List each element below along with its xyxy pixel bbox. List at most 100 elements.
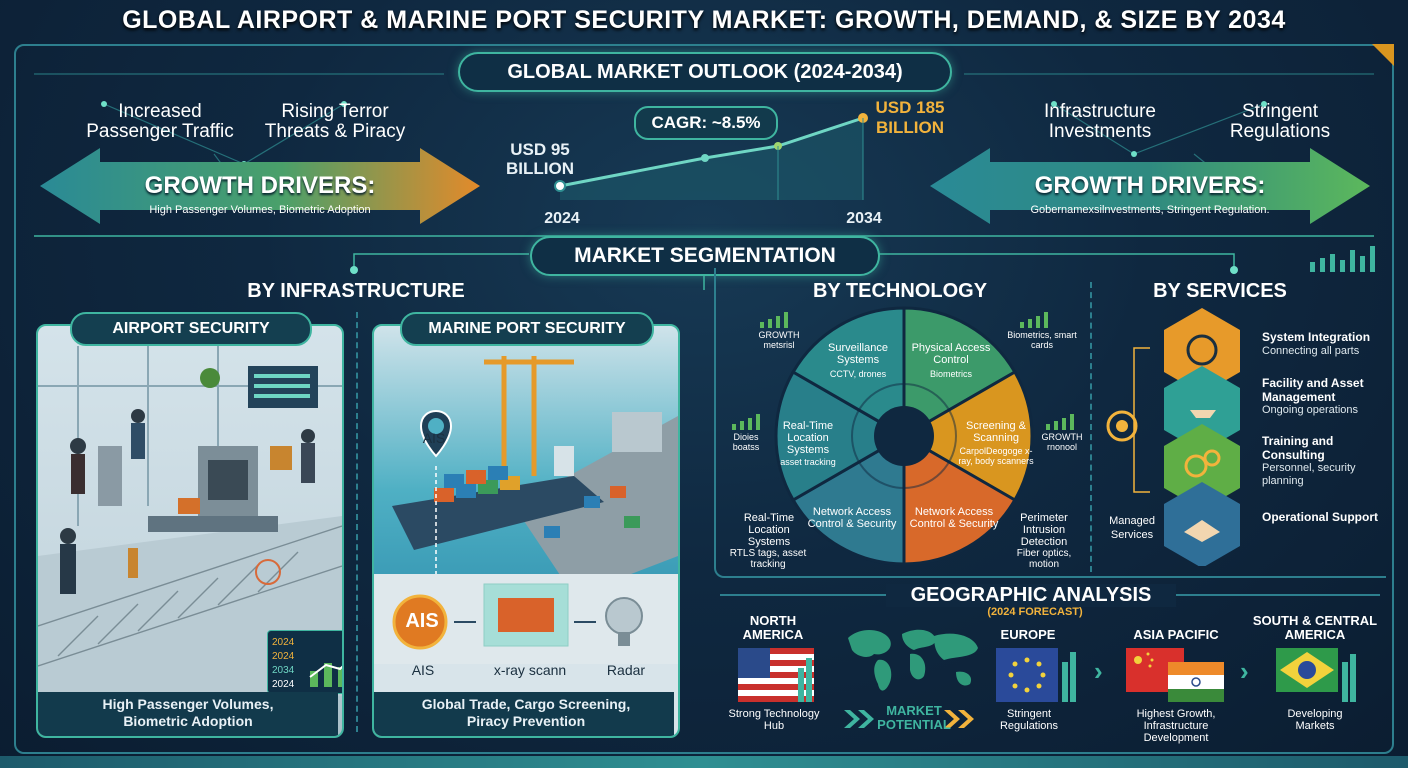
tech-rtls-inner-sub: asset tracking xyxy=(780,457,836,467)
left-arrow-sub: High Passenger Volumes, Biometric Adopti… xyxy=(149,204,371,216)
driver-infrastructure: Infrastructure Investments xyxy=(1044,101,1156,142)
tech-biometrics-outer: Biometrics, smart cards xyxy=(1007,330,1077,350)
marine-security-card xyxy=(372,324,680,738)
by-services-heading: BY SERVICES xyxy=(1153,280,1287,302)
content-frame xyxy=(14,44,1394,754)
service-facility-title: Facility and Asset Management xyxy=(1262,376,1364,404)
tech-growth-right: GROWTH rnonool xyxy=(1041,432,1083,452)
ais-label: AIS xyxy=(411,662,435,678)
radar-label: Radar xyxy=(606,662,646,678)
region-south-central-america: SOUTH & CENTRAL AMERICA xyxy=(1252,613,1378,642)
dioies-bars-icon xyxy=(732,414,760,430)
driver-regulations: Stringent Regulations xyxy=(1229,101,1331,142)
geo-heading: GEOGRAPHIC ANALYSIS xyxy=(886,584,1176,607)
region-north-america: NORTH AMERICA xyxy=(742,613,804,642)
right-growth-arrow xyxy=(930,148,1370,224)
marine-security-title: MARINE PORT SECURITY xyxy=(400,312,654,346)
geo-subheading: (2024 FORECAST) xyxy=(987,606,1083,618)
market-outlook-heading: GLOBAL MARKET OUTLOOK (2024-2034) xyxy=(458,52,952,92)
eu-flag-icon xyxy=(996,648,1076,702)
tech-rtls-outer-sub: RTLS tags, asset tracking xyxy=(729,548,807,570)
service-operational-title: Operational Support xyxy=(1262,510,1379,524)
mini-year-1: 2024 xyxy=(272,637,295,648)
section-divider xyxy=(356,312,358,732)
airport-caption-bar xyxy=(38,692,338,736)
asia-pacific-note: Highest Growth, Infrastructure Developme… xyxy=(1136,708,1216,744)
marine-caption-bar xyxy=(374,692,674,736)
tech-perimeter-sub: Fiber optics, motion xyxy=(1016,548,1072,570)
ais-pin-label: AIS xyxy=(422,430,446,446)
service-training-sub: Personnel, security planning xyxy=(1262,462,1356,487)
us-flag-icon xyxy=(738,648,814,702)
by-infrastructure-heading: BY INFRASTRUCTURE xyxy=(247,280,465,302)
airport-caption: High Passenger Volumes, Biometric Adopti… xyxy=(102,696,274,729)
right-arrow-label: GROWTH DRIVERS: xyxy=(1034,172,1266,199)
section-divider-2 xyxy=(1090,282,1092,572)
south-america-note: Developing Markets xyxy=(1287,708,1343,732)
ais-circle-label: AIS xyxy=(405,610,439,632)
cagr-badge: CAGR: ~8.5% xyxy=(634,106,778,140)
page-title: GLOBAL AIRPORT & MARINE PORT SECURITY MA… xyxy=(122,6,1286,34)
market-potential-label: MARKET POTENTIAL xyxy=(877,703,951,732)
europe-note: Stringent Regulations xyxy=(999,708,1059,732)
port-scene-illustration xyxy=(374,356,678,664)
services-hex-stack xyxy=(1106,308,1240,566)
driver-terror-threats: Rising Terror Threats & Piracy xyxy=(264,101,406,142)
chevron-right-icon-2: › xyxy=(1240,656,1249,686)
right-arrow-sub: Gobernamexsilnvestments, Stringent Regul… xyxy=(1030,204,1270,216)
asia-flags-icon xyxy=(1126,648,1224,702)
driver-passenger-traffic: Increased Passenger Traffic xyxy=(86,101,234,142)
start-year: 2024 xyxy=(544,210,580,227)
airport-scene-illustration xyxy=(38,346,342,696)
growth-metrics-icon xyxy=(760,312,788,328)
by-technology-heading: BY TECHNOLOGY xyxy=(812,280,988,302)
airport-security-card: 2024 2024 2034 2024 xyxy=(36,324,344,738)
tech-rtls-inner-title: Real-Time Location Systems xyxy=(782,420,834,456)
region-europe: EUROPE xyxy=(1000,627,1056,642)
mini-trend-chart: 2024 2024 2034 2024 xyxy=(267,630,342,694)
tech-dioies: Dioies boatss xyxy=(732,432,760,452)
tech-rtls-outer-title: Real-Time Location Systems xyxy=(743,512,795,548)
service-training-title: Training and Consulting xyxy=(1262,434,1334,462)
outlook-growth-line xyxy=(554,113,868,200)
tech-physical-access-title: Physical Access Control xyxy=(911,342,991,366)
airport-security-title: AIRPORT SECURITY xyxy=(70,312,312,346)
tech-panel-border xyxy=(714,268,1386,578)
tech-network-right-title: Network Access Control & Security xyxy=(909,506,999,530)
bar-chart-icon xyxy=(1310,246,1375,272)
mini-year-3: 2034 xyxy=(272,665,295,676)
start-value: USD 95 BILLION xyxy=(506,140,574,178)
marine-caption: Global Trade, Cargo Screening, Piracy Pr… xyxy=(421,696,631,729)
service-managed: Managed Services xyxy=(1109,515,1155,541)
market-segmentation-heading: MARKET SEGMENTATION xyxy=(530,236,880,276)
tech-physical-access-sub: Biometrics xyxy=(929,369,972,379)
tech-network-left-title: Network Access Control & Security xyxy=(807,506,897,530)
mini-bars-icon xyxy=(309,663,342,687)
region-asia-pacific: ASIA PACIFIC xyxy=(1133,627,1219,642)
tech-surveillance-sub: CCTV, drones xyxy=(829,369,887,379)
corner-triangle-icon xyxy=(1372,44,1394,66)
end-value: USD 185 BILLION xyxy=(875,98,945,137)
tech-perimeter-title: Perimeter Intrusion Detection xyxy=(1020,512,1068,548)
end-year: 2034 xyxy=(846,210,882,227)
tech-screening-sub: CarpolDeogoge x-ray, body scanners xyxy=(958,446,1034,466)
footer-strip xyxy=(0,756,1408,768)
service-system-integration-title: System Integration xyxy=(1262,330,1371,344)
left-growth-arrow xyxy=(40,148,480,224)
biometrics-bars-icon xyxy=(1020,312,1048,328)
tech-surveillance-title: Surveillance Systems xyxy=(828,342,888,366)
growth-right-bars-icon xyxy=(1046,414,1074,430)
brazil-flag-icon xyxy=(1276,648,1356,702)
service-system-integration-sub: Connecting all parts xyxy=(1262,345,1360,357)
north-america-note: Strong Technology Hub xyxy=(728,708,820,732)
market-potential-arrows xyxy=(844,710,974,728)
mini-year-4: 2024 xyxy=(272,679,295,690)
chevron-right-icon: › xyxy=(1094,656,1103,686)
left-arrow-label: GROWTH DRIVERS: xyxy=(144,172,376,199)
tech-screening-title: Screening & Scanning xyxy=(966,420,1026,444)
world-map-icon xyxy=(848,629,978,691)
tech-growth-metrics: GROWTH metsrisl xyxy=(758,330,800,350)
service-facility-sub: Ongoing operations xyxy=(1262,404,1359,416)
technology-wheel xyxy=(774,306,1034,566)
